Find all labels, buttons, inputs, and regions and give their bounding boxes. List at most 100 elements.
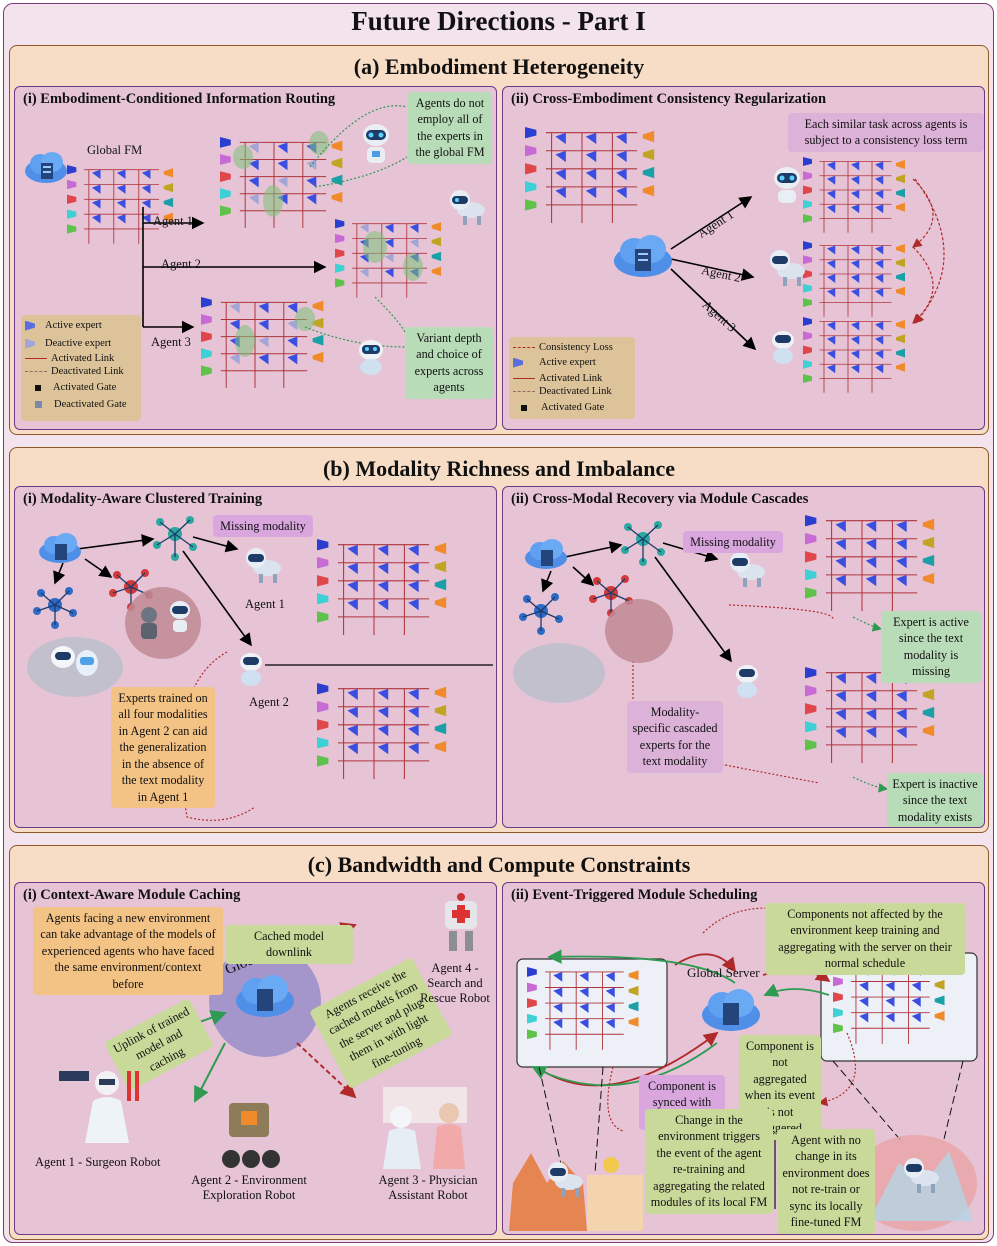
expert xyxy=(835,690,846,703)
link xyxy=(337,562,369,581)
expert xyxy=(896,690,907,703)
expert xyxy=(827,350,836,359)
output-expert xyxy=(642,184,655,197)
expert xyxy=(911,981,921,992)
expert xyxy=(827,175,836,185)
link xyxy=(297,193,327,211)
link xyxy=(398,742,430,761)
link xyxy=(337,598,369,617)
cloud-server-icon xyxy=(699,983,763,1038)
input-expert xyxy=(220,137,231,148)
expert xyxy=(616,186,627,199)
legend-deactivated-gate: Deactivated Gate xyxy=(35,399,127,410)
expert xyxy=(258,353,269,365)
expert xyxy=(248,176,259,188)
link xyxy=(337,760,369,779)
link xyxy=(867,378,892,393)
link xyxy=(851,1027,878,1044)
expert xyxy=(553,1003,563,1013)
link xyxy=(886,520,918,539)
expert xyxy=(875,259,884,269)
expert xyxy=(306,159,317,171)
link xyxy=(819,203,844,219)
link xyxy=(268,141,298,160)
output-expert xyxy=(628,985,639,996)
output-expert xyxy=(896,160,905,169)
link xyxy=(819,259,844,274)
expert xyxy=(277,142,288,154)
c1-agent-2-label: Agent 2 - Environment Exploration Robot xyxy=(191,1173,307,1202)
link xyxy=(84,228,110,244)
humanoid-pair-icon xyxy=(135,603,175,648)
expert xyxy=(229,302,240,314)
output-expert xyxy=(896,334,905,344)
input-expert xyxy=(803,214,812,223)
output-expert xyxy=(434,578,447,591)
input-expert xyxy=(805,685,817,697)
expert xyxy=(229,353,240,365)
expert xyxy=(258,319,269,331)
input-expert xyxy=(317,575,329,587)
link xyxy=(239,176,269,194)
link xyxy=(278,301,308,320)
panel-c1: (i) Context-Aware Module Caching Global … xyxy=(14,882,497,1235)
link xyxy=(886,592,918,611)
input-expert xyxy=(220,188,231,200)
output-expert xyxy=(331,157,343,169)
expert xyxy=(384,268,394,278)
panel-b2-title: (ii) Cross-Modal Recovery via Module Cas… xyxy=(511,491,809,507)
output-expert xyxy=(922,724,935,737)
link xyxy=(377,267,403,283)
input-expert xyxy=(317,593,329,605)
link xyxy=(597,1002,624,1019)
link xyxy=(398,544,430,563)
link xyxy=(867,287,892,303)
output-expert xyxy=(642,148,655,161)
b2-missing-modality: Missing modality xyxy=(683,531,783,554)
output-expert xyxy=(434,722,447,735)
output-expert xyxy=(434,740,447,753)
output-expert xyxy=(934,995,945,1006)
expert xyxy=(579,1003,589,1013)
expert xyxy=(377,742,389,755)
link xyxy=(545,971,572,988)
link xyxy=(843,321,868,336)
expert xyxy=(258,336,269,348)
c2-note-change: Change in the environment triggers the e… xyxy=(645,1109,773,1214)
link xyxy=(819,335,844,350)
input-expert xyxy=(803,359,812,369)
link xyxy=(867,363,892,379)
expert xyxy=(827,364,836,374)
input-expert xyxy=(67,165,77,175)
expert xyxy=(827,259,836,269)
expert xyxy=(258,302,269,314)
link xyxy=(84,169,110,185)
link xyxy=(134,198,160,215)
input-expert xyxy=(833,992,843,1002)
link xyxy=(239,193,269,211)
b1-missing-modality: Missing modality xyxy=(213,515,313,538)
link xyxy=(220,301,250,320)
panel-a1: (i) Embodiment-Conditioned Information R… xyxy=(14,86,497,430)
input-expert xyxy=(317,701,329,713)
expert xyxy=(835,672,846,685)
output-expert xyxy=(431,266,442,276)
link xyxy=(867,218,892,233)
input-expert xyxy=(317,557,329,569)
link xyxy=(368,580,399,599)
link xyxy=(352,267,378,283)
output-expert xyxy=(922,688,935,701)
output-expert xyxy=(896,272,905,282)
expert xyxy=(116,169,126,180)
expert xyxy=(347,688,358,701)
link xyxy=(268,159,298,177)
expert xyxy=(875,190,884,199)
link xyxy=(825,690,857,709)
link xyxy=(856,520,887,539)
cluster-blue-icon xyxy=(33,587,77,629)
panel-c2-title: (ii) Event-Triggered Module Scheduling xyxy=(511,887,758,903)
input-expert xyxy=(805,667,817,679)
expert xyxy=(91,184,101,194)
expert xyxy=(141,169,151,180)
expert xyxy=(347,724,358,737)
